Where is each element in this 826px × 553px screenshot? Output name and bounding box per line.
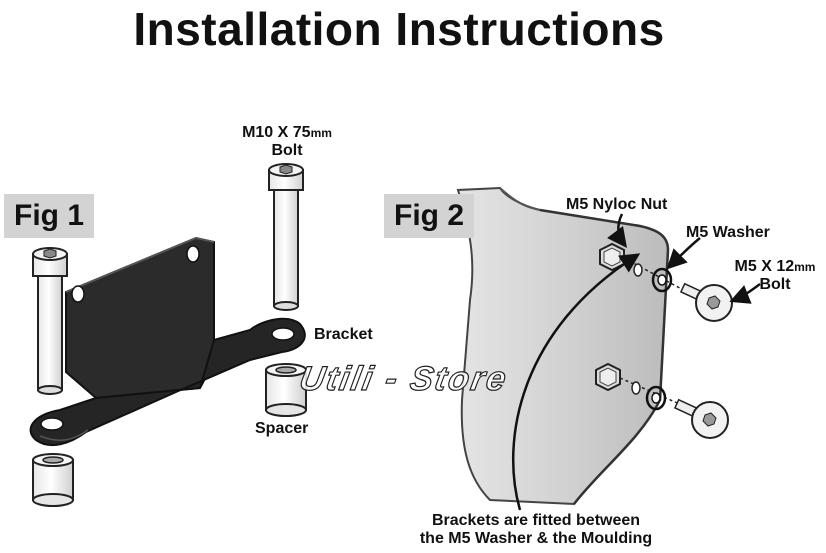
- bracket: [29, 236, 306, 447]
- fitting-note-line2: the M5 Washer & the Moulding: [419, 530, 653, 547]
- spacer: [265, 363, 307, 417]
- nyloc-nut-label: M5 Nyloc Nut: [566, 196, 668, 213]
- m5-bolt-size: M5 X 12: [734, 258, 795, 275]
- page-title: Installation Instructions: [133, 3, 665, 55]
- fig2-label: Fig 2: [384, 194, 475, 238]
- left-bolt: [32, 247, 68, 395]
- spacer-label: Spacer: [255, 420, 309, 437]
- m5-bolt-unit: mm: [794, 260, 816, 274]
- m10-bolt-label: M10 X 75mm Bolt: [232, 124, 342, 160]
- bracket-label: Bracket: [314, 326, 373, 343]
- m5-washer-label: M5 Washer: [686, 224, 770, 241]
- leader-lines: [511, 213, 761, 511]
- watermark: Utili - Store: [296, 359, 511, 398]
- m10-bolt-unit: mm: [310, 126, 332, 140]
- moulding: [456, 186, 670, 506]
- m5-bolt-name: Bolt: [759, 276, 791, 293]
- fig1-label: Fig 1: [4, 194, 95, 238]
- fitting-note-line1: Brackets are fitted between: [431, 512, 641, 529]
- left-spacer: [32, 453, 74, 507]
- m10-bolt-name: Bolt: [271, 142, 303, 159]
- m5-bolt-label: M5 X 12mm Bolt: [724, 258, 826, 294]
- m10-bolt: [268, 163, 304, 311]
- lower-fastener: [595, 362, 729, 439]
- fitting-note: Brackets are fitted between the M5 Washe…: [396, 512, 676, 548]
- m10-bolt-size: M10 X 75: [242, 124, 311, 141]
